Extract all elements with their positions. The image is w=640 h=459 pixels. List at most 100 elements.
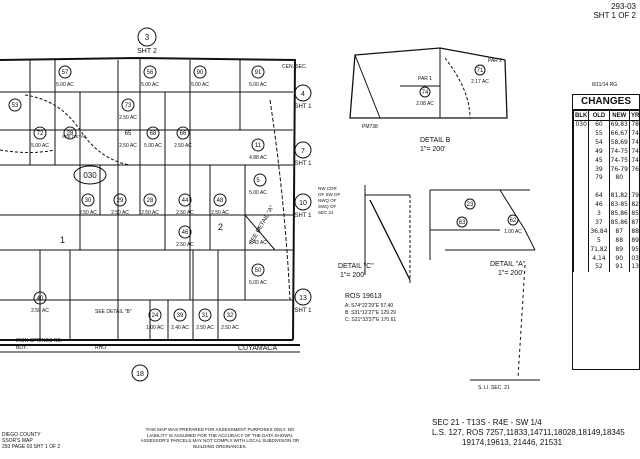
parcel-num: 2 [218, 222, 223, 232]
nw-cor-line: SEC 21 [318, 210, 334, 215]
table-cell [572, 174, 590, 184]
parcel-acreage: 2.08 AC [416, 101, 434, 107]
parcel-num: 39 [177, 313, 184, 319]
table-cell [572, 192, 590, 202]
table-cell: 69,83 [608, 120, 630, 130]
changes-col-header: NEW [608, 110, 630, 121]
table-cell [572, 218, 590, 228]
parcel-num: 28 [147, 198, 154, 204]
parcel-num: 74 [422, 90, 429, 96]
parcel-acreage: 5.00 AC [249, 190, 267, 196]
parcel-acreage: 5.00 AC [249, 82, 267, 88]
table-cell: 54 [588, 138, 610, 148]
parcel-acreage: 2.43 AC [249, 240, 267, 246]
parcel-num: 40 [37, 296, 44, 302]
sheet-ref-7-label: SHT 1 [295, 161, 313, 167]
table-row [572, 183, 640, 193]
see-detail-b-label: SEE DETAIL "B" [95, 309, 132, 315]
par1-label: PAR 1 [418, 76, 432, 82]
parcel-acreage: 1.00 AC [146, 325, 164, 331]
table-cell [608, 183, 630, 193]
detail-b-scale: 1"= 200' [420, 146, 445, 153]
table-cell [628, 183, 640, 193]
detail-b-title: DETAIL B [420, 137, 451, 144]
detail-a-scale: 1"= 200' [498, 270, 523, 277]
table-cell: 36,84 [588, 227, 610, 237]
parcel-num: 44 [182, 198, 189, 204]
table-cell: 76 [628, 165, 640, 175]
cen-sec-label: CEN. SEC. [282, 64, 307, 70]
pm738-label: PM738 [362, 124, 378, 130]
table-cell [572, 236, 590, 246]
table-cell: 64 [588, 192, 610, 202]
parcel-num: 53 [12, 103, 19, 109]
table-cell: 3 [588, 210, 610, 219]
table-cell: 74-75 [608, 147, 630, 157]
nw-cor-line: OF SW OF [318, 192, 340, 197]
table-cell [572, 201, 590, 211]
table-cell: 95 [628, 245, 640, 255]
map-header: 293-03 SHT 1 OF 2 [593, 2, 636, 20]
changes-col-header: BLK [572, 110, 590, 121]
parcel-num: 73 [125, 103, 132, 109]
table-cell: 37 [588, 218, 610, 228]
table-cell [572, 245, 590, 255]
table-cell [572, 227, 590, 237]
table-cell: 66,67 [608, 129, 630, 139]
county-line: 293 PAGE 03 SHT 1 OF 2 [2, 444, 61, 450]
parcel-acreage: 2.50 AC [119, 143, 137, 149]
sheet-ref-3: 3 [145, 33, 150, 42]
survey-line: L.S. 127, ROS 7257,11833,14711,18028,181… [432, 428, 625, 437]
table-cell: 85,86 [608, 218, 630, 228]
sheet-ref-4: 4 [301, 91, 305, 98]
see-detail-label: SEE DETAIL [62, 134, 88, 139]
sheet-ref-10: 10 [299, 200, 307, 207]
sheet-ref-18: 18 [136, 371, 144, 378]
parcel-acreage: 2.50 AC [211, 210, 229, 216]
detail-c-title: DETAIL "C" [338, 263, 374, 270]
table-cell: 74 [628, 138, 640, 148]
parcel-num: 24 [152, 313, 159, 319]
table-cell: 85,86 [608, 210, 630, 219]
parcel-num: 68 [150, 131, 157, 137]
sheet-ref-4-label: SHT 1 [295, 104, 313, 110]
parcel-num: 66 [180, 131, 187, 137]
parcel-num: 32 [227, 313, 234, 319]
nw-cor-line: SWQ OF [318, 204, 336, 209]
parcel-acreage: 2.50 AC [31, 308, 49, 314]
table-cell [572, 165, 590, 175]
disclaimer: THIS MAP WAS PREPARED FOR ASSESSMENT PUR… [140, 427, 300, 449]
table-cell: 89 [628, 236, 640, 246]
cuyamaca-label: CUYAMACA [238, 345, 277, 352]
parcel-acreage: 5.00 AC [191, 82, 209, 88]
sheet-ref-13-label: SHT 1 [295, 308, 313, 314]
table-cell: 4,14 [588, 254, 610, 264]
ros-line: B: S31°12'27"E 129.29 [345, 310, 396, 316]
table-cell: 81,82 [608, 192, 630, 202]
parcel-num: 62 [510, 218, 517, 224]
parcel-acreage: 5.00 AC [144, 143, 162, 149]
parcel-num: 91 [255, 70, 262, 76]
survey-line-cont: 19174,19613, 21446, 21531 [462, 438, 563, 447]
parcel-num: 46 [182, 230, 189, 236]
revision-date: 8/11/14 RG [592, 82, 618, 88]
parcel-acreage: 4.88 AC [249, 155, 267, 161]
iron-springs-label: IRON SPRINGS RD. [16, 338, 62, 344]
sheet-ref-13: 13 [299, 295, 307, 302]
table-cell: 74 [628, 156, 640, 166]
table-cell: 55 [588, 129, 610, 139]
parcel-num: 5 [256, 178, 260, 184]
table-cell: 74-75 [608, 156, 630, 166]
table-cell [628, 174, 640, 184]
table-cell [572, 129, 590, 139]
parcel-acreage: 2.50 AC [174, 143, 192, 149]
